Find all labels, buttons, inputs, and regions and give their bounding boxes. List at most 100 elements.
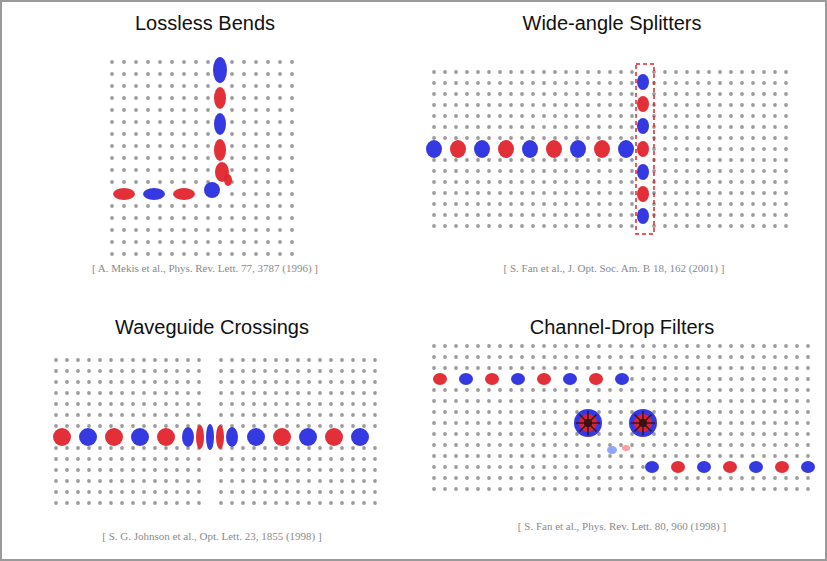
dielectric-rod [110, 228, 114, 232]
dielectric-rod [285, 358, 289, 362]
dielectric-rod [707, 103, 711, 107]
dielectric-rod [465, 465, 469, 469]
dielectric-rod [206, 72, 210, 76]
dielectric-rod [454, 487, 458, 491]
dielectric-rod [476, 443, 480, 447]
field-lobe [459, 373, 473, 385]
dielectric-rod [432, 125, 436, 129]
dielectric-rod [685, 224, 689, 228]
dielectric-rod [206, 240, 210, 244]
dielectric-rod [784, 421, 788, 425]
dielectric-rod [795, 410, 799, 414]
dielectric-rod [696, 476, 700, 480]
dielectric-rod [362, 369, 366, 373]
dielectric-rod [564, 421, 568, 425]
dielectric-rod [175, 468, 179, 472]
dielectric-rod [696, 388, 700, 392]
dielectric-rod [597, 454, 601, 458]
dielectric-rod [487, 388, 491, 392]
dielectric-rod [674, 169, 678, 173]
field-lobe [206, 424, 214, 450]
dielectric-rod [307, 402, 311, 406]
dielectric-rod [230, 168, 234, 172]
dielectric-rod [109, 446, 113, 450]
panel-title: Wide-angle Splitters [523, 12, 702, 35]
dielectric-rod [542, 224, 546, 228]
dielectric-rod [718, 125, 722, 129]
dielectric-rod [608, 81, 612, 85]
dielectric-rod [729, 114, 733, 118]
dielectric-rod [432, 114, 436, 118]
dielectric-rod [795, 399, 799, 403]
dielectric-rod [531, 443, 535, 447]
dielectric-rod [65, 413, 69, 417]
dielectric-rod [751, 399, 755, 403]
dielectric-rod [175, 479, 179, 483]
dielectric-rod [740, 224, 744, 228]
dielectric-rod [432, 81, 436, 85]
dielectric-rod [641, 487, 645, 491]
dielectric-rod [806, 487, 810, 491]
dielectric-rod [498, 366, 502, 370]
dielectric-rod [707, 487, 711, 491]
dielectric-rod [351, 380, 355, 384]
dielectric-rod [443, 202, 447, 206]
dielectric-rod [109, 369, 113, 373]
dielectric-rod [373, 490, 377, 494]
field-lobe [622, 445, 630, 451]
dielectric-rod [153, 468, 157, 472]
dielectric-rod [674, 191, 678, 195]
dielectric-rod [170, 108, 174, 112]
dielectric-rod [586, 103, 590, 107]
dielectric-rod [762, 344, 766, 348]
dielectric-rod [146, 216, 150, 220]
field-lobe [570, 140, 586, 158]
dielectric-rod [153, 413, 157, 417]
dielectric-rod [290, 144, 294, 148]
dielectric-rod [729, 377, 733, 381]
dielectric-rod [443, 191, 447, 195]
dielectric-rod [773, 224, 777, 228]
dielectric-rod [290, 120, 294, 124]
dielectric-rod [564, 114, 568, 118]
dielectric-rod [773, 344, 777, 348]
dielectric-rod [553, 213, 557, 217]
dielectric-rod [146, 120, 150, 124]
dielectric-rod [608, 432, 612, 436]
dielectric-rod [509, 213, 513, 217]
dielectric-rod [98, 380, 102, 384]
dielectric-rod [206, 84, 210, 88]
dielectric-rod [531, 92, 535, 96]
dielectric-rod [608, 125, 612, 129]
dielectric-rod [696, 432, 700, 436]
dielectric-rod [685, 125, 689, 129]
dielectric-rod [707, 476, 711, 480]
dielectric-rod [762, 191, 766, 195]
dielectric-rod [685, 443, 689, 447]
resonator-spoke [588, 422, 600, 423]
dielectric-rod [290, 60, 294, 64]
dielectric-rod [454, 103, 458, 107]
dielectric-rod [773, 136, 777, 140]
dielectric-rod [564, 476, 568, 480]
dielectric-rod [553, 125, 557, 129]
dielectric-rod [498, 202, 502, 206]
dielectric-rod [142, 369, 146, 373]
dielectric-rod [509, 114, 513, 118]
dielectric-rod [131, 501, 135, 505]
dielectric-rod [443, 487, 447, 491]
dielectric-rod [542, 103, 546, 107]
dielectric-rod [773, 421, 777, 425]
dielectric-rod [351, 446, 355, 450]
dielectric-rod [170, 240, 174, 244]
dielectric-rod [509, 103, 513, 107]
dielectric-rod [586, 224, 590, 228]
crystal-rods [54, 60, 810, 505]
dielectric-rod [696, 103, 700, 107]
dielectric-rod [252, 501, 256, 505]
dielectric-rod [795, 355, 799, 359]
dielectric-rod [773, 202, 777, 206]
dielectric-rod [696, 125, 700, 129]
dielectric-rod [241, 446, 245, 450]
dielectric-rod [194, 96, 198, 100]
